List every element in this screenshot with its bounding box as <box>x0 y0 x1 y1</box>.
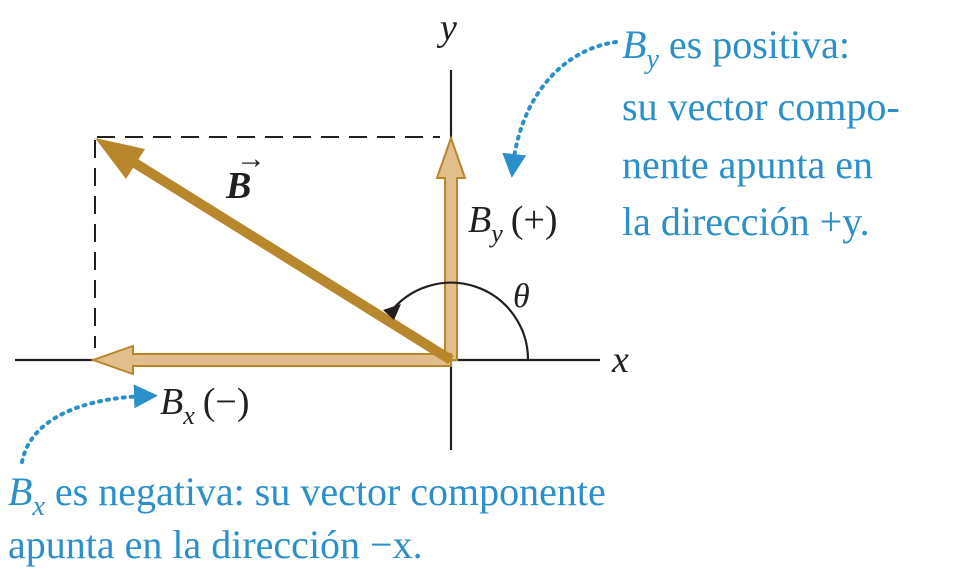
svg-text:→: → <box>236 142 266 175</box>
svg-text:Bx es negativa: su vector comp: Bx es negativa: su vector componente <box>8 469 606 522</box>
svg-text:la dirección +y.: la dirección +y. <box>622 199 870 244</box>
svg-text:By es positiva:: By es positiva: <box>622 22 850 75</box>
by-note-pointer <box>502 40 618 178</box>
svg-text:B: B <box>225 165 251 207</box>
by-note: By es positiva: su vector compo- nente a… <box>622 22 900 244</box>
component-bx-label: Bx(−) <box>160 381 250 430</box>
bx-note: Bx es negativa: su vector componente apu… <box>8 469 606 567</box>
component-by-arrow <box>435 134 467 361</box>
svg-text:apunta en la dirección −x.: apunta en la dirección −x. <box>8 522 423 567</box>
angle-arc <box>383 281 530 361</box>
vector-b-label: → B <box>225 142 266 207</box>
svg-text:su vector compo-: su vector compo- <box>622 84 900 129</box>
x-axis-label: x <box>611 339 629 381</box>
component-bx-arrow <box>89 344 452 376</box>
vector-b-arrow <box>95 138 454 365</box>
angle-theta-label: θ <box>513 278 530 315</box>
y-axis-label: y <box>436 7 457 49</box>
svg-text:nente apunta en: nente apunta en <box>622 142 873 187</box>
bx-note-pointer <box>20 384 158 464</box>
component-by-label: By(+) <box>468 199 558 248</box>
